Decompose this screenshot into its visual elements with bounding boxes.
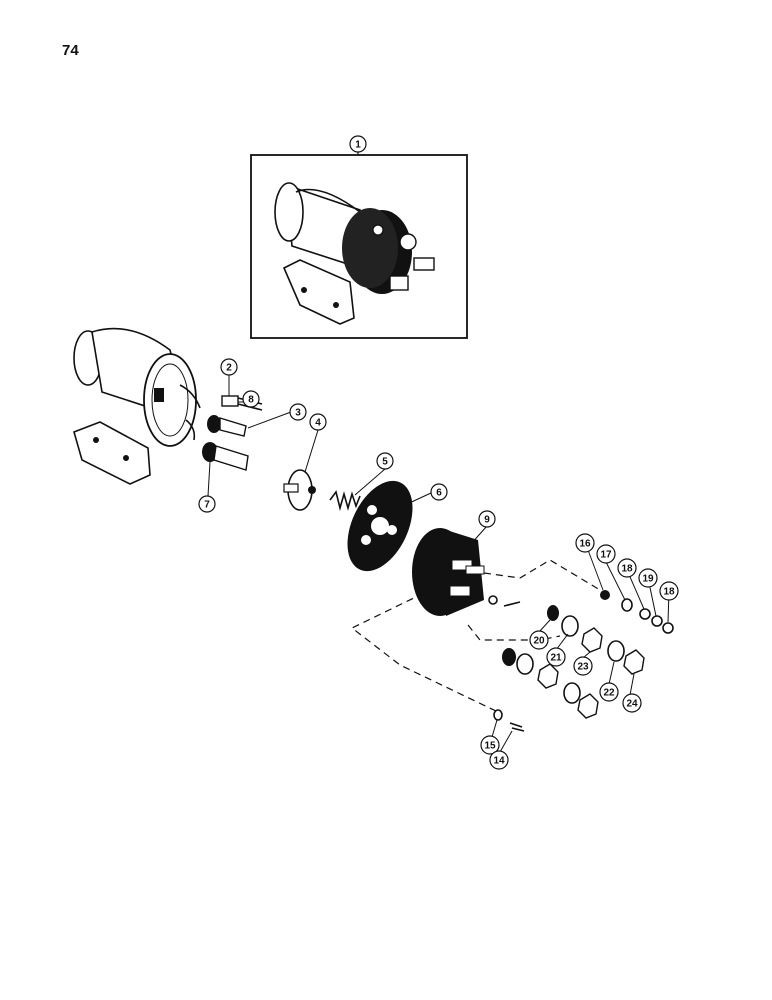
callout-14: 14 — [489, 750, 509, 770]
svg-text:18: 18 — [621, 564, 633, 575]
solenoid-body — [73, 327, 201, 485]
callout-22: 22 — [599, 682, 619, 702]
washer-21a — [561, 615, 579, 637]
callout-5: 5 — [376, 452, 394, 470]
svg-text:8: 8 — [248, 395, 254, 406]
svg-text:24: 24 — [626, 699, 638, 710]
svg-text:7: 7 — [204, 500, 210, 511]
callout-21: 21 — [546, 647, 566, 667]
washer-15 — [493, 709, 503, 721]
washer-21b — [516, 653, 534, 675]
washer-16 — [600, 590, 610, 600]
callout-24: 24 — [622, 693, 642, 713]
svg-text:6: 6 — [436, 488, 442, 499]
callout-20: 20 — [529, 630, 549, 650]
hardware-cluster — [488, 590, 674, 732]
washer-18b — [662, 622, 674, 634]
gasket-part-6 — [347, 480, 413, 572]
washer-18a — [639, 608, 651, 620]
screw-14 — [509, 722, 525, 732]
callout-3: 3 — [289, 403, 307, 421]
guide-lines — [350, 559, 601, 713]
svg-text:17: 17 — [600, 550, 612, 561]
page-number: 74 — [62, 42, 79, 59]
svg-text:16: 16 — [579, 539, 591, 550]
svg-text:9: 9 — [484, 515, 490, 526]
svg-text:15: 15 — [484, 741, 496, 752]
callout-9: 9 — [478, 510, 496, 528]
lock-washer-20b — [502, 648, 516, 666]
lock-washer-20a — [547, 605, 559, 621]
svg-text:20: 20 — [533, 636, 545, 647]
callout-18a: 18 — [617, 558, 637, 578]
callout-6: 6 — [430, 483, 448, 501]
nut-24b — [577, 693, 599, 719]
callout-7: 7 — [198, 495, 216, 513]
nut-23a — [581, 627, 603, 653]
nut-24a — [623, 649, 645, 675]
contact-disc-part-4 — [283, 469, 316, 511]
svg-text:14: 14 — [493, 756, 505, 767]
callout-4: 4 — [309, 413, 327, 431]
nut-23b — [537, 663, 559, 689]
svg-text:18: 18 — [663, 587, 675, 598]
callout-2: 2 — [220, 358, 238, 376]
callout-16: 16 — [575, 533, 595, 553]
stud-part-7 — [202, 442, 249, 471]
svg-text:2: 2 — [226, 363, 232, 374]
inset-assembled-solenoid — [250, 150, 468, 339]
svg-text:1: 1 — [355, 140, 361, 151]
svg-text:4: 4 — [315, 418, 321, 429]
svg-text:3: 3 — [295, 408, 301, 419]
end-cap-part-9 — [412, 528, 485, 616]
callout-1: 1 — [349, 135, 367, 153]
svg-text:19: 19 — [642, 574, 654, 585]
svg-text:23: 23 — [577, 662, 589, 673]
callout-19: 19 — [638, 568, 658, 588]
callout-15: 15 — [480, 735, 500, 755]
callout-17: 17 — [596, 544, 616, 564]
spring-part-5 — [329, 490, 361, 512]
callout-8: 8 — [242, 390, 260, 408]
washer-17 — [621, 598, 633, 612]
washer-22a — [607, 640, 625, 662]
stud-part-3 — [207, 415, 247, 437]
svg-text:5: 5 — [382, 457, 388, 468]
washer-22b — [563, 682, 581, 704]
callout-18b: 18 — [659, 581, 679, 601]
svg-text:22: 22 — [603, 688, 615, 699]
callout-23: 23 — [573, 656, 593, 676]
washer-19 — [651, 615, 663, 627]
svg-text:21: 21 — [550, 653, 562, 664]
